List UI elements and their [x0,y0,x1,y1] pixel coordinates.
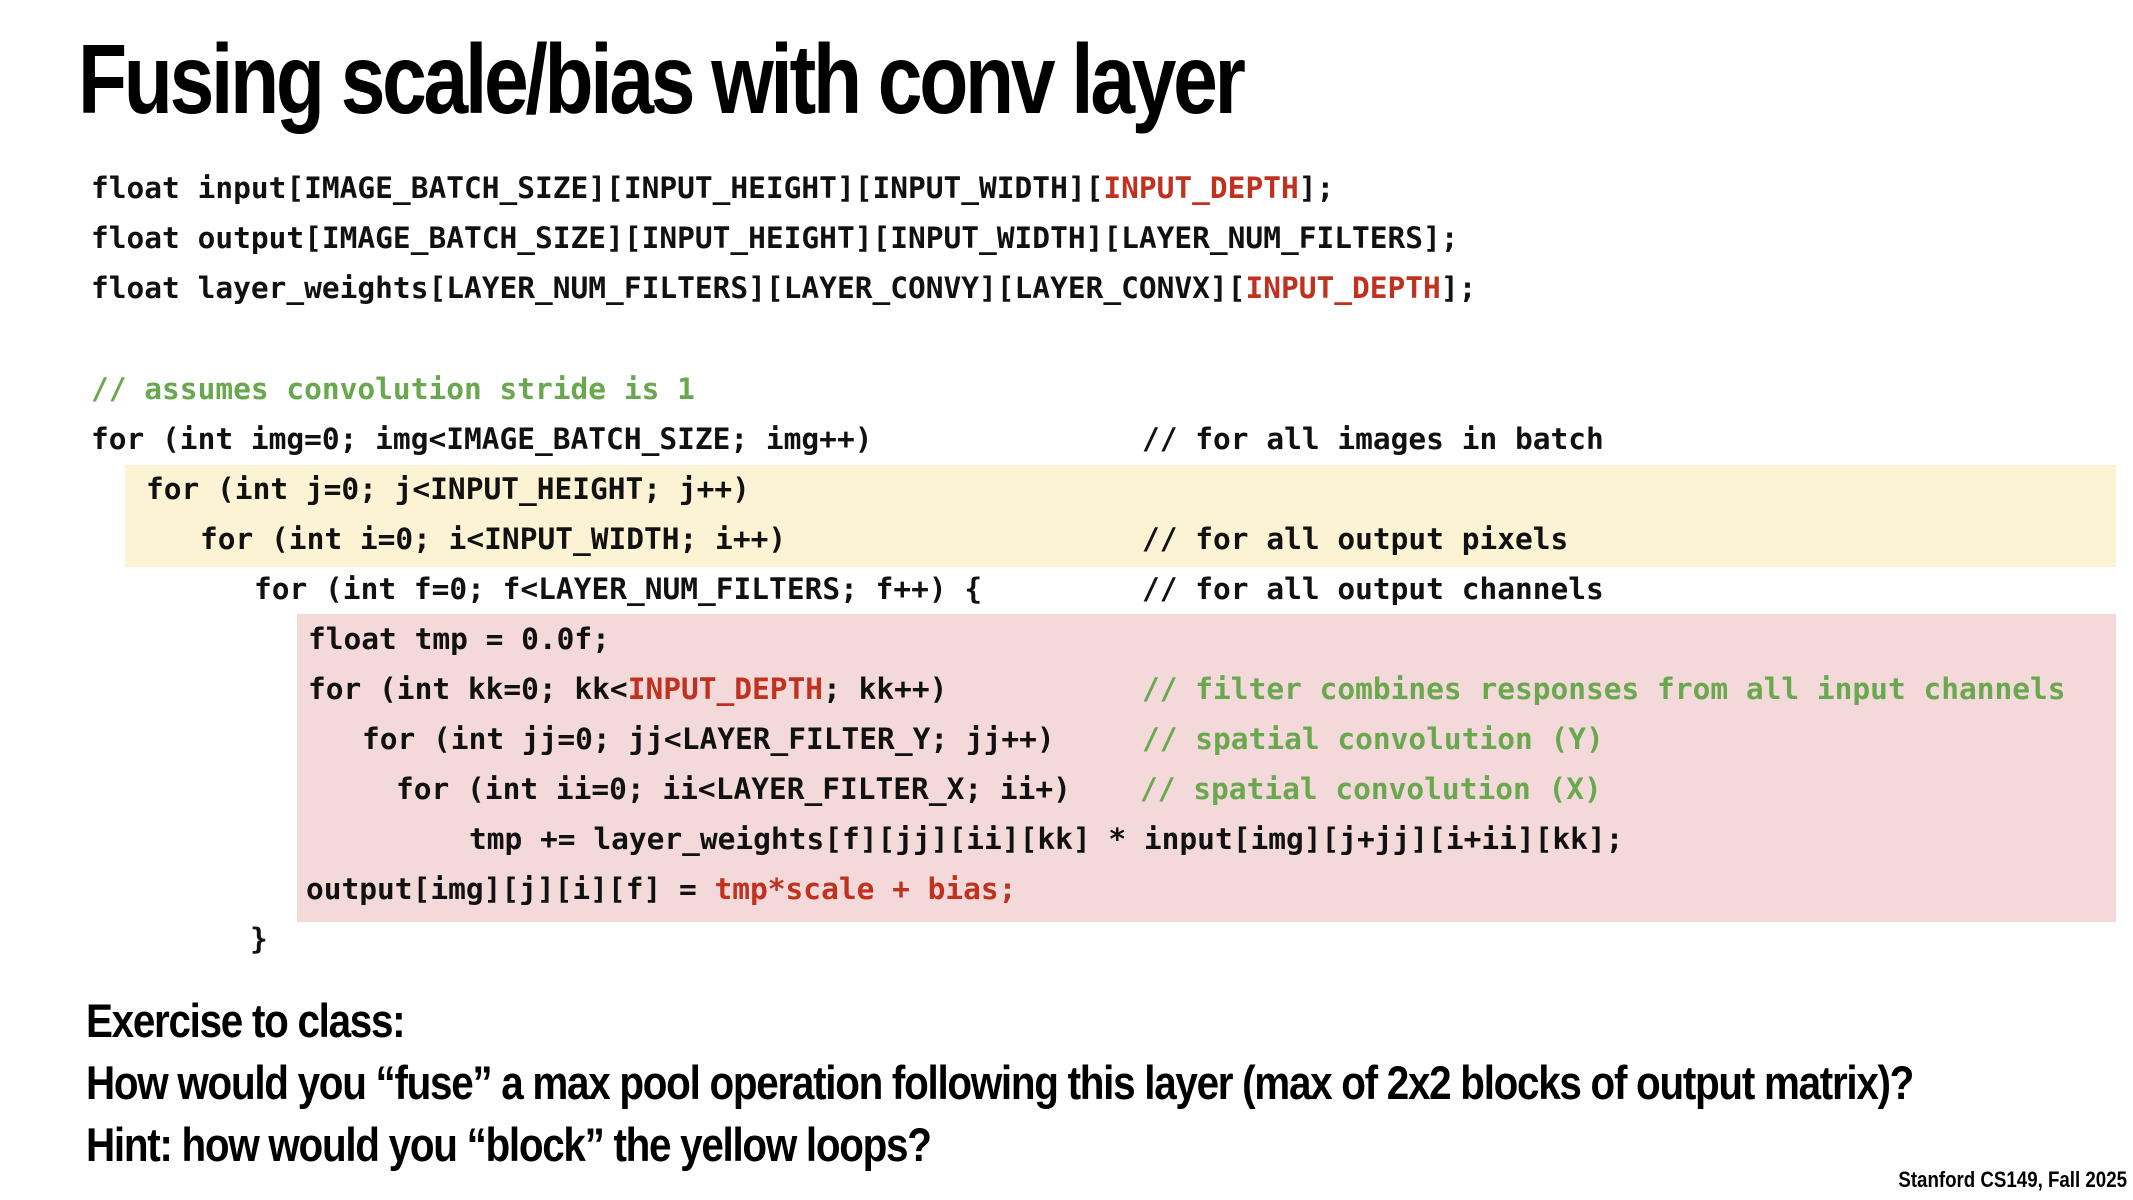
exercise-hint: Hint: how would you “block” the yellow l… [86,1118,932,1171]
slide-title: Fusing scale/bias with conv layer [78,24,1246,134]
code-comment-jj: // spatial convolution (Y) [1142,722,1604,756]
code-highlight-depth: INPUT_DEPTH [1103,171,1299,205]
code-comment-kk: // filter combines responses from all in… [1142,672,2066,706]
code-loop-f: for (int f=0; f<LAYER_NUM_FILTERS; f++) … [254,572,983,606]
exercise-heading: Exercise to class: [86,994,406,1047]
code-text: output[img][j][i][f] = [306,872,715,906]
code-comment-i: // for all output pixels [1142,522,1569,556]
code-loop-ii: for (int ii=0; ii<LAYER_FILTER_X; ii+) [396,772,1071,806]
slide-footer: Stanford CS149, Fall 2025 [1898,1167,2127,1192]
code-loop-j: for (int j=0; j<INPUT_HEIGHT; j++) [146,472,750,506]
code-highlight-depth: INPUT_DEPTH [1245,271,1441,305]
code-comment-f: // for all output channels [1142,572,1604,606]
code-accum: tmp += layer_weights[f][jj][ii][kk] * in… [469,822,1624,856]
exercise-question: How would you “fuse” a max pool operatio… [86,1056,1914,1109]
code-loop-i: for (int i=0; i<INPUT_WIDTH; i++) [200,522,787,556]
code-text: ]; [1298,171,1335,205]
code-loop-jj: for (int jj=0; jj<LAYER_FILTER_Y; jj++) [362,722,1055,756]
code-output: output[img][j][i][f] = tmp*scale + bias; [306,864,1016,914]
yellow-loop-highlight [125,465,2116,567]
code-close-brace: } [250,922,268,956]
code-text: for (int kk=0; kk< [308,672,628,706]
code-comment-img: // for all images in batch [1142,422,1604,456]
code-highlight-scale-bias: tmp*scale + bias; [714,872,1017,906]
code-text: float layer_weights[LAYER_NUM_FILTERS][L… [91,271,1246,305]
code-highlight-depth: INPUT_DEPTH [627,672,824,706]
code-comment-ii: // spatial convolution (X) [1140,772,1602,806]
code-comment-stride: // assumes convolution stride is 1 [91,372,695,406]
code-loop-img: for (int img=0; img<IMAGE_BATCH_SIZE; im… [91,422,873,456]
pink-body-highlight [297,614,2116,922]
code-text: ]; [1440,271,1477,305]
code-tmp-init: float tmp = 0.0f; [308,622,610,656]
code-decl-weights: float layer_weights[LAYER_NUM_FILTERS][L… [91,263,1476,313]
code-text: float input[IMAGE_BATCH_SIZE][INPUT_HEIG… [91,171,1104,205]
code-decl-input: float input[IMAGE_BATCH_SIZE][INPUT_HEIG… [91,163,1334,213]
code-loop-kk: for (int kk=0; kk<INPUT_DEPTH; kk++) [308,664,947,714]
code-text: ; kk++) [823,672,948,706]
code-decl-output: float output[IMAGE_BATCH_SIZE][INPUT_HEI… [91,221,1459,255]
